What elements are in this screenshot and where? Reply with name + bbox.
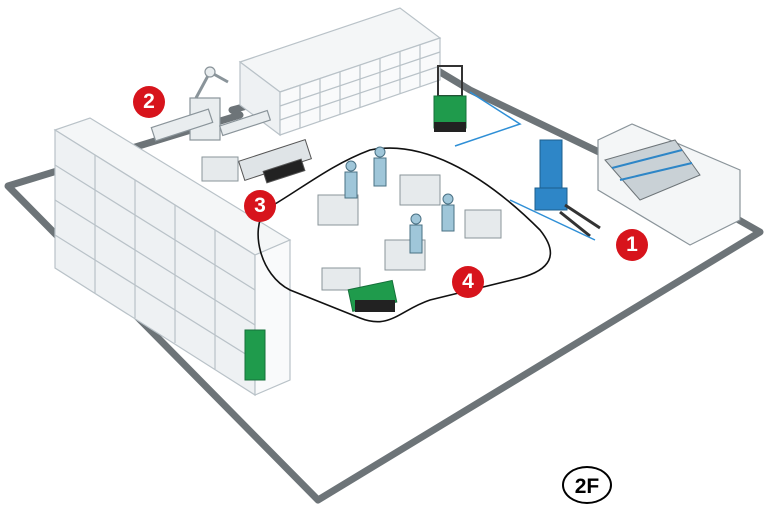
agv-path-loop xyxy=(257,147,552,323)
marker-inbound-truck: 1 xyxy=(616,229,648,261)
conveyor-agv xyxy=(237,139,313,184)
robot-palletizer xyxy=(150,66,272,142)
floor-guide-lines xyxy=(454,91,596,241)
reach-truck xyxy=(534,139,601,238)
warehouse-workers xyxy=(344,146,455,254)
back-storage-rack xyxy=(238,7,442,137)
marker-agv-conveyor: 3 xyxy=(244,190,276,222)
counterbalance-forklift xyxy=(433,65,467,132)
floor-outline xyxy=(4,56,764,504)
marker-robot-palletizer: 2 xyxy=(133,86,165,118)
left-storage-rack xyxy=(53,117,292,397)
container-truck xyxy=(597,123,741,246)
rack-control-panel xyxy=(244,329,266,381)
towing-tractor xyxy=(321,267,398,312)
floor-level-badge: 2F xyxy=(562,466,612,504)
marker-picking-area: 4 xyxy=(452,266,484,298)
